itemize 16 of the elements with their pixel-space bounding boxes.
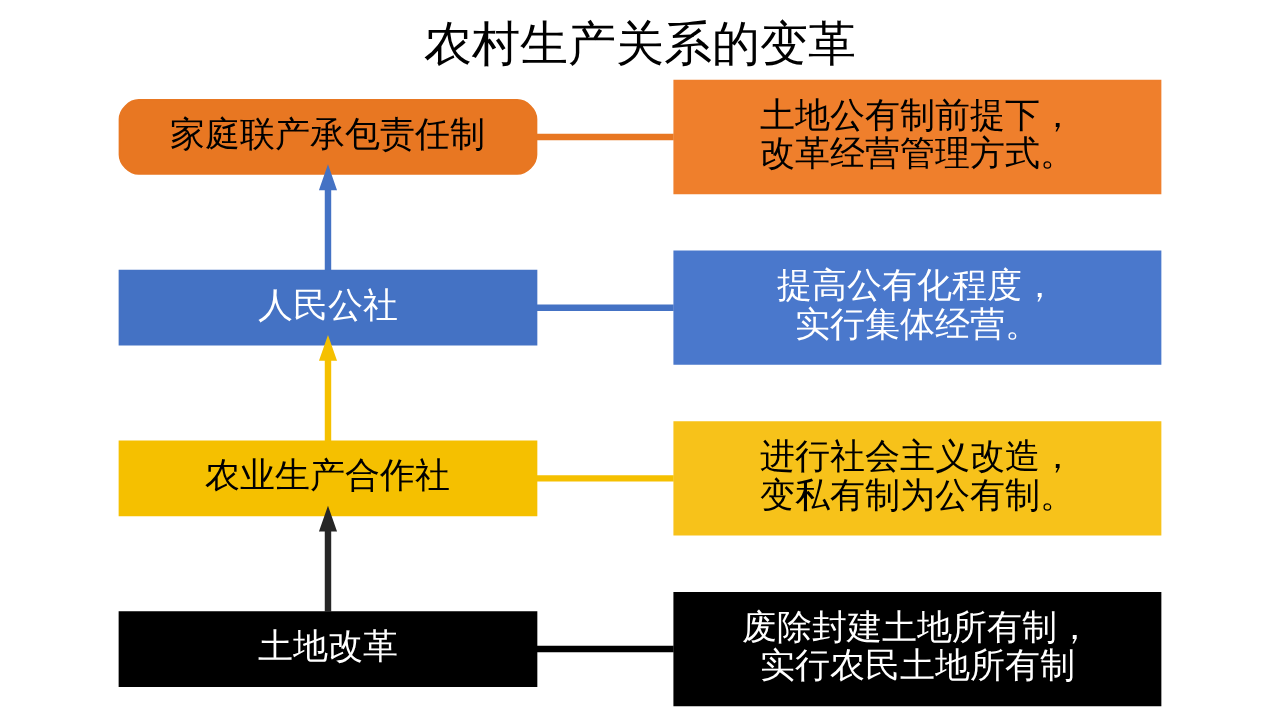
connector	[536, 304, 674, 311]
arrow	[318, 334, 338, 442]
connector	[536, 645, 674, 653]
connector	[536, 133, 674, 141]
arrow	[318, 505, 338, 612]
node-box: 废除封建土地所有制，实行农民土地所有制	[673, 591, 1162, 707]
node-box: 家庭联产承包责任制	[118, 99, 538, 175]
connector	[536, 475, 674, 482]
node-box: 农业生产合作社	[118, 440, 538, 517]
node-box: 进行社会主义改造，变私有制为公有制。	[673, 421, 1162, 536]
node-box: 土地公有制前提下，改革经营管理方式。	[673, 79, 1162, 195]
node-box: 土地改革	[118, 611, 538, 687]
node-box: 提高公有化程度，实行集体经营。	[673, 250, 1162, 365]
node-box: 人民公社	[118, 269, 538, 346]
diagram-title: 农村生产关系的变革	[424, 14, 856, 71]
arrow	[318, 164, 338, 271]
